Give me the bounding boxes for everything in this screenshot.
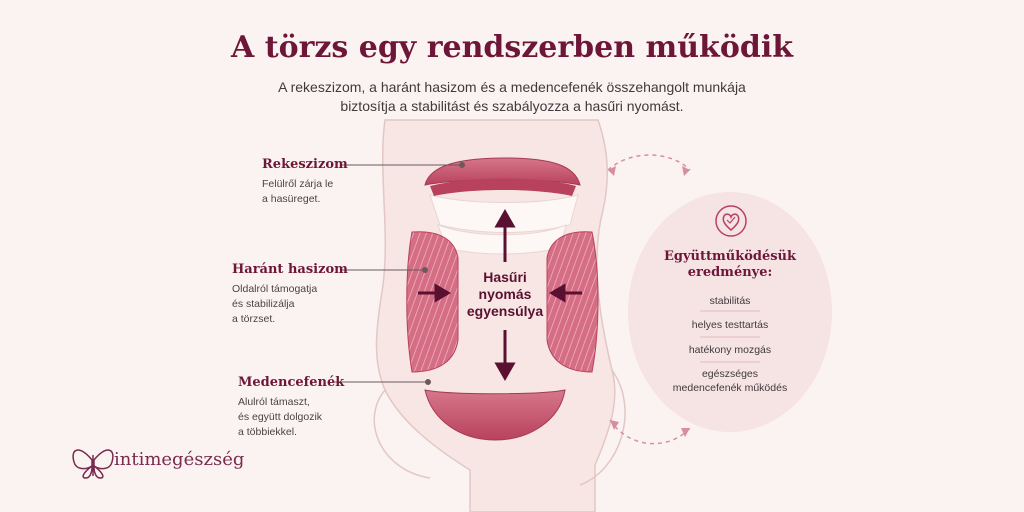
transverse-right-muscle — [546, 231, 599, 373]
label-transverse: Haránt hasizom — [232, 262, 348, 277]
result-item: egészséges medencefenék működés — [672, 368, 788, 394]
desc-pelvic: Alulról támaszt, és együtt dolgozik a tö… — [238, 395, 322, 440]
desc-line: Oldalról támogatja — [232, 283, 318, 295]
desc-transverse: Oldalról támogatja és stabilizálja a tör… — [232, 282, 317, 327]
pressure-line: Hasűri — [483, 269, 527, 285]
label-pelvic: Medencefenék — [238, 375, 345, 390]
result-item: helyes testtartás — [691, 319, 769, 331]
desc-line: Alulról támaszt, — [238, 396, 310, 408]
desc-line: a törzset. — [232, 313, 276, 325]
label-diaphragm: Rekeszizom — [262, 157, 348, 172]
result-dividers — [700, 310, 760, 363]
butterfly-logo-icon — [72, 449, 114, 479]
pressure-arrows — [418, 208, 582, 382]
pressure-line: nyomás — [478, 286, 532, 302]
result-item: stabilitás — [709, 295, 751, 307]
page-subtitle: A rekeszizom, a haránt hasizom és a mede… — [278, 79, 746, 114]
desc-line: és stabilizálja — [232, 298, 295, 310]
hip-outline-right — [579, 369, 626, 486]
pressure-line: egyensúlya — [466, 303, 544, 319]
arc-arrowhead — [608, 166, 616, 176]
dashed-arcs — [607, 154, 691, 445]
desc-diaphragm: Felülről zárja le a hasüreget. — [262, 177, 333, 207]
desc-line: és együtt dolgozik — [238, 411, 323, 423]
page-title: A törzs egy rendszerben működik — [230, 30, 794, 65]
leader-lines — [335, 162, 465, 385]
result-item: hatékony mozgás — [688, 344, 772, 356]
arc-arrowhead — [681, 428, 690, 437]
arc-arrowhead — [682, 166, 690, 176]
pelvic-floor-muscle — [424, 389, 566, 441]
desc-line: Felülről zárja le — [262, 178, 334, 190]
desc-line: a hasüreget. — [262, 193, 321, 205]
result-title-line: Együttműködésük — [663, 249, 797, 264]
hip-outline — [373, 389, 431, 479]
result-title-line: eredménye: — [687, 265, 773, 280]
result-circle — [628, 192, 832, 432]
heart-check-icon — [715, 205, 747, 237]
arc-arrowhead — [610, 420, 619, 430]
transverse-left-muscle — [406, 231, 459, 373]
pressure-label: Hasűri nyomás egyensúlya — [440, 269, 570, 320]
brand-name: intimegészség — [114, 449, 245, 470]
desc-line: a többiekkel. — [238, 426, 297, 438]
result-title: Együttműködésük eredménye: — [650, 249, 810, 281]
